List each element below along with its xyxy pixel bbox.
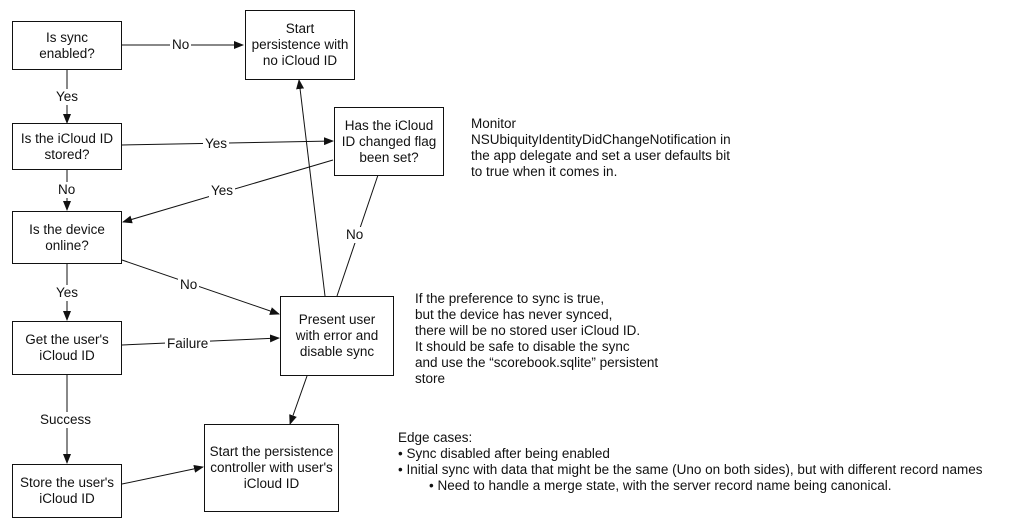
note-monitor: Monitor NSUbiquityIdentityDidChangeNotif… xyxy=(471,116,731,180)
label-sync-yes: Yes xyxy=(54,89,81,105)
box-device-online: Is the device online? xyxy=(12,211,122,264)
edge-case-item: • Initial sync with data that might be t… xyxy=(398,462,983,477)
box-get-icloud-id-text: Get the user's iCloud ID xyxy=(25,332,109,363)
label-flag-no: No xyxy=(344,227,366,243)
box-store-icloud-id-text: Store the user's iCloud ID xyxy=(19,475,115,506)
note-monitor-line: Monitor xyxy=(471,116,517,131)
label-online-no: No xyxy=(178,277,200,293)
box-sync-enabled-text: Is sync enabled? xyxy=(39,29,95,61)
note-preference-line: If the preference to sync is true, xyxy=(415,291,605,306)
box-get-icloud-id: Get the user's iCloud ID xyxy=(12,321,122,375)
note-monitor-line: NSUbiquityIdentityDidChangeNotification … xyxy=(471,132,731,147)
note-edge-cases: Edge cases: • Sync disabled after being … xyxy=(398,430,983,494)
label-success: Success xyxy=(38,412,94,428)
box-start-with-icloud-text: Start the persistence controller with us… xyxy=(209,444,334,491)
box-start-no-icloud: Start persistence with no iCloud ID xyxy=(245,10,355,80)
edge-store-to-start xyxy=(121,464,204,485)
edge-online-no xyxy=(121,259,280,315)
box-present-error: Present user with error and disable sync xyxy=(280,296,394,376)
box-icloud-id-stored-text: Is the iCloud ID stored? xyxy=(20,130,114,162)
label-stored-no: No xyxy=(56,182,78,198)
box-icloud-id-stored: Is the iCloud ID stored? xyxy=(12,123,122,170)
note-monitor-line: to true when it comes in. xyxy=(471,164,618,179)
edge-case-item: • Sync disabled after being enabled xyxy=(398,446,610,461)
note-preference: If the preference to sync is true, but t… xyxy=(415,291,658,387)
label-failure: Failure xyxy=(165,336,211,352)
note-preference-line: and use the “scorebook.sqlite” persisten… xyxy=(415,355,659,370)
edge-error-to-start-icloud xyxy=(289,375,308,425)
edge-case-subitem: • Need to handle a merge state, with the… xyxy=(429,478,892,493)
box-start-with-icloud: Start the persistence controller with us… xyxy=(204,424,339,512)
label-flag-yes: Yes xyxy=(209,183,236,199)
label-sync-no: No xyxy=(170,37,192,53)
box-icloud-changed-flag: Has the iCloud ID changed flag been set? xyxy=(334,107,444,176)
note-preference-line: but the device has never synced, xyxy=(415,307,613,322)
edge-error-to-start xyxy=(296,79,326,297)
box-icloud-changed-flag-text: Has the iCloud ID changed flag been set? xyxy=(341,117,437,165)
note-monitor-line: the app delegate and set a user defaults… xyxy=(471,148,730,163)
label-stored-yes: Yes xyxy=(203,136,230,152)
note-preference-line: It should be safe to disable the sync xyxy=(415,339,630,354)
box-device-online-text: Is the device online? xyxy=(29,221,105,253)
box-present-error-text: Present user with error and disable sync xyxy=(295,312,379,359)
edge-cases-title: Edge cases: xyxy=(398,430,473,445)
box-store-icloud-id: Store the user's iCloud ID xyxy=(12,464,122,518)
label-online-yes: Yes xyxy=(54,285,81,301)
box-sync-enabled: Is sync enabled? xyxy=(12,21,122,70)
box-start-no-icloud-text: Start persistence with no iCloud ID xyxy=(251,21,349,68)
note-preference-line: store xyxy=(415,371,446,386)
note-preference-line: there will be no stored user iCloud ID. xyxy=(415,323,641,338)
